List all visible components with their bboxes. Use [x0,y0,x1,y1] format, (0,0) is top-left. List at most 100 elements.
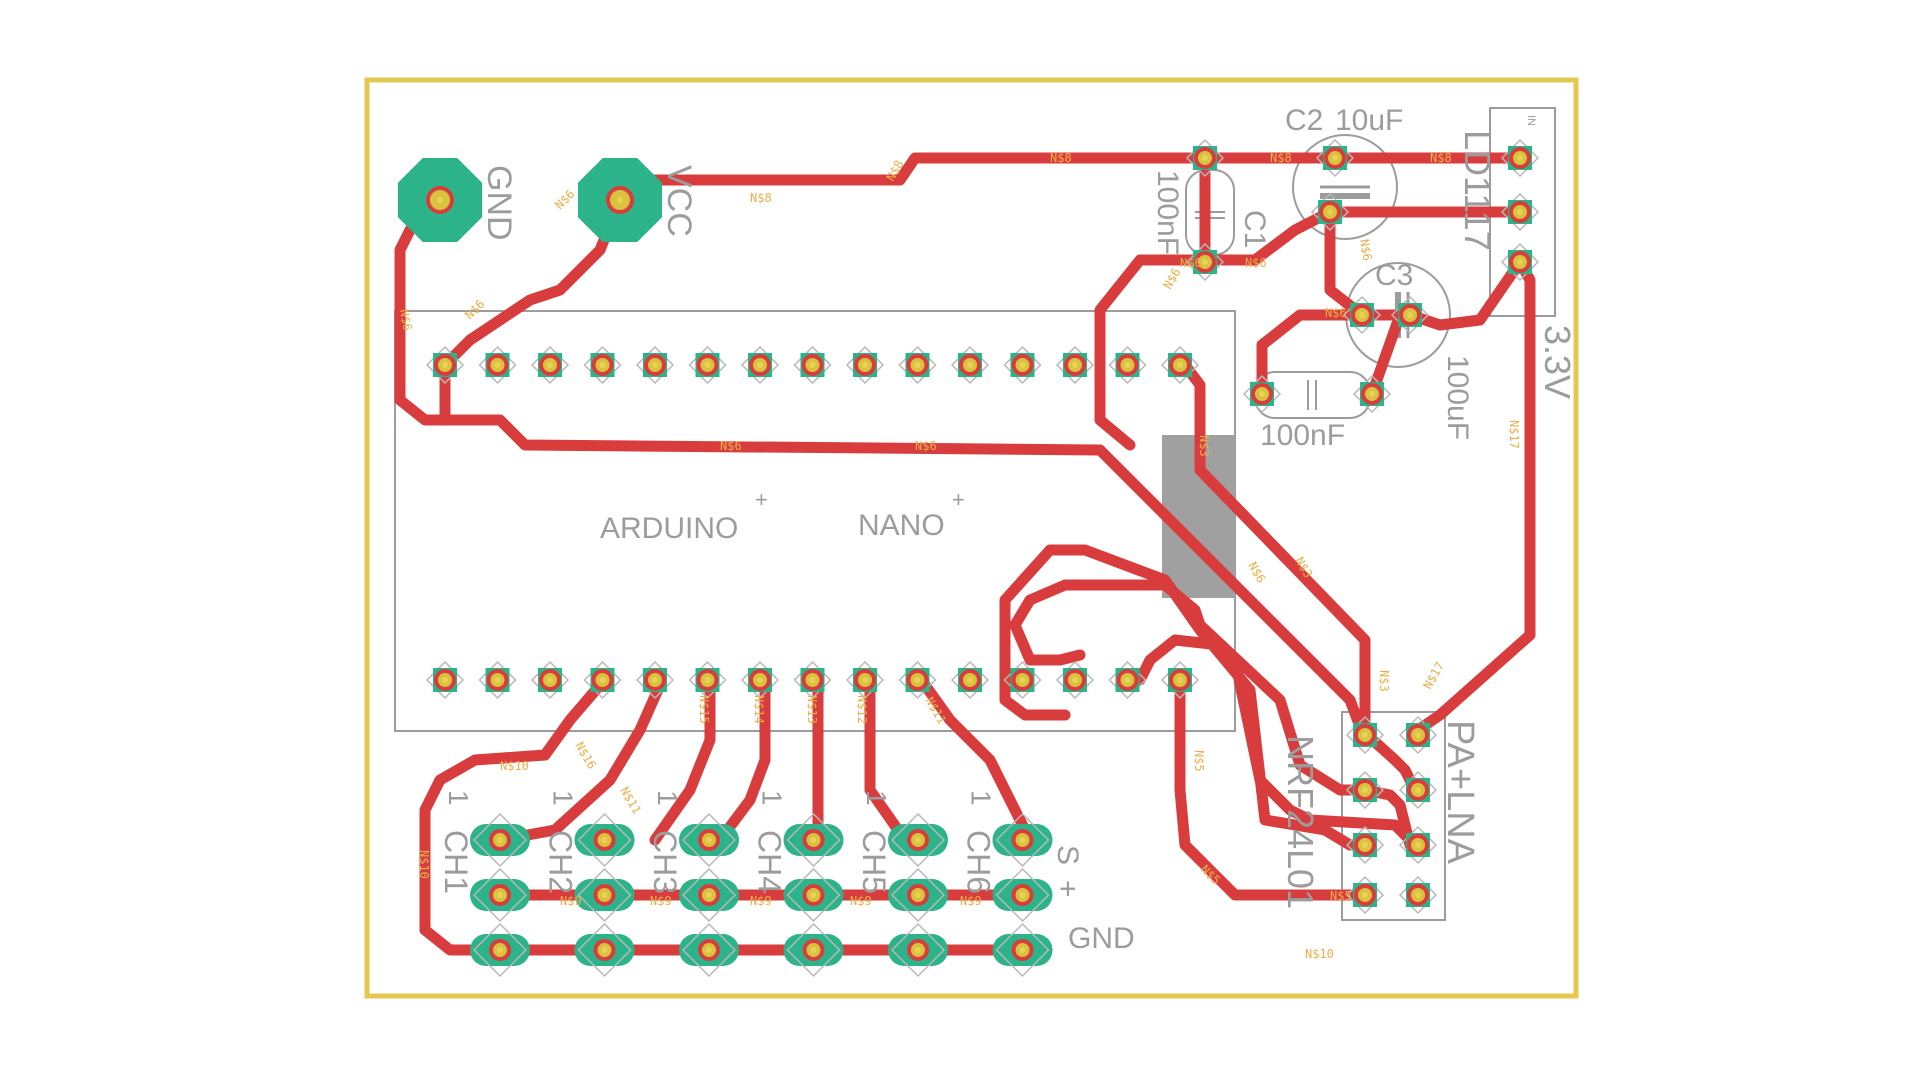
module-label: NRF24L01 [1280,735,1321,909]
terminal-gnd-label: GND [480,165,518,241]
arduino-bottom-pad [635,660,675,700]
header-pin-1-label: 1 [652,790,683,806]
nrf-pad [1345,875,1385,915]
arduino-top-pad [478,345,517,385]
nano-label: NANO [858,509,945,542]
cap-c4-pad [1352,374,1392,414]
net-label: N$10 [500,759,529,773]
net-label: N$9 [960,894,982,908]
channel-label: CH2 [543,830,579,894]
net-label: N$3 [1377,670,1391,692]
header-row-plus-label: + [1051,880,1084,898]
arduino-bottom-pad [793,660,832,700]
header-row-gnd-label: GND [1068,922,1135,955]
net-label: N$16 [572,740,599,772]
channel-label: CH1 [438,830,474,894]
nrf-pad [1398,875,1438,915]
servo-header-pad [574,867,635,923]
nrf-pad [1345,715,1385,755]
arduino-bottom-pad [530,660,570,700]
net-label: N$13 [805,695,819,724]
net-label: N$6 [915,439,937,453]
nrf-header-outline [1341,711,1446,921]
regulator-output-label: 3.3V [1537,325,1578,399]
regulator-label: LD1117 [1457,130,1498,251]
net-label: N$6 [397,308,415,332]
arduino-bottom-pad [898,660,937,700]
arduino-bottom-pad [1003,660,1042,700]
servo-header-pad [783,812,844,868]
arduino-top-pad [740,345,780,385]
net-label: N$8 [1430,151,1452,165]
cap-c4-pad [1242,374,1282,414]
arduino-bottom-pad [1160,660,1200,700]
cap-c1-pad [1185,138,1225,178]
pads [398,138,1540,978]
capacitor-c2-symbol [1292,134,1398,240]
nrf-pad [1398,715,1438,755]
cap-c3-pad [1390,295,1430,335]
cap-c1-name: C1 [1238,210,1271,248]
net-label: N$3 [1197,435,1211,457]
arduino-top-pad [950,345,990,385]
header-pin-1-label: 1 [861,790,892,806]
net-label: N$17 [1420,659,1447,691]
net-label: N$17 [1507,420,1521,449]
servo-header-pad [992,812,1053,868]
header-pin-1-label: 1 [966,790,997,806]
cap-c2-pad [1315,138,1355,178]
cap-c2-value: 10uF [1335,104,1403,137]
board-outline [364,77,1579,999]
servo-header-pad [470,922,530,978]
channel-label: CH4 [752,830,788,894]
origin-mark-a: + [755,487,768,512]
cap-c3-value: 100uF [1441,355,1474,440]
arduino-top-pad [1108,345,1147,385]
arduino-bottom-pad [478,660,517,700]
servo-header-pad [470,812,530,868]
terminal-vcc-pad [578,158,662,242]
net-label: N$10 [417,850,431,879]
arduino-bottom-pad [1108,660,1147,700]
net-label: N$6 [552,187,577,212]
nrf-pad [1398,770,1438,810]
servo-header-pad [679,812,739,868]
net-label: N$9 [750,894,772,908]
arduino-top-pad [845,345,885,385]
terminal-gnd-pad [398,158,482,242]
regulator-pad [1500,192,1540,232]
arduino-bottom-pad [583,660,622,700]
net-label: N$5 [1330,889,1352,903]
servo-header-pad [574,812,635,868]
net-label: N$9 [560,894,582,908]
arduino-bottom-pad [425,660,465,700]
net-label: N$8 [750,191,772,205]
header-pin-1-label: 1 [548,790,579,806]
servo-header-pad [783,922,844,978]
net-label: N$6 [1180,256,1202,270]
net-label: N$11 [617,785,644,817]
arduino-top-pad [583,345,622,385]
arduino-top-pad [898,345,937,385]
net-label: N$6 [1357,238,1375,262]
cap-c4-value: 100nF [1260,419,1345,452]
net-label: N$6 [1245,560,1268,586]
regulator-pad [1500,242,1540,282]
terminal-vcc-label: VCC [660,165,698,237]
arduino-top-pad [425,345,465,385]
servo-header-pad [888,867,948,923]
regulator-pin-label: IN [1525,115,1537,126]
net-label: N$9 [650,894,672,908]
arduino-bottom-pad [845,660,885,700]
net-label: N$6 [1245,256,1267,270]
arduino-top-pad [1003,345,1042,385]
net-label: N$9 [850,894,872,908]
arduino-bottom-pad [740,660,780,700]
net-label: N$6 [1325,306,1347,320]
arduino-top-pad [688,345,727,385]
arduino-bottom-pad [1055,660,1095,700]
header-pin-1-label: 1 [757,790,788,806]
arduino-bottom-pad [688,660,727,700]
